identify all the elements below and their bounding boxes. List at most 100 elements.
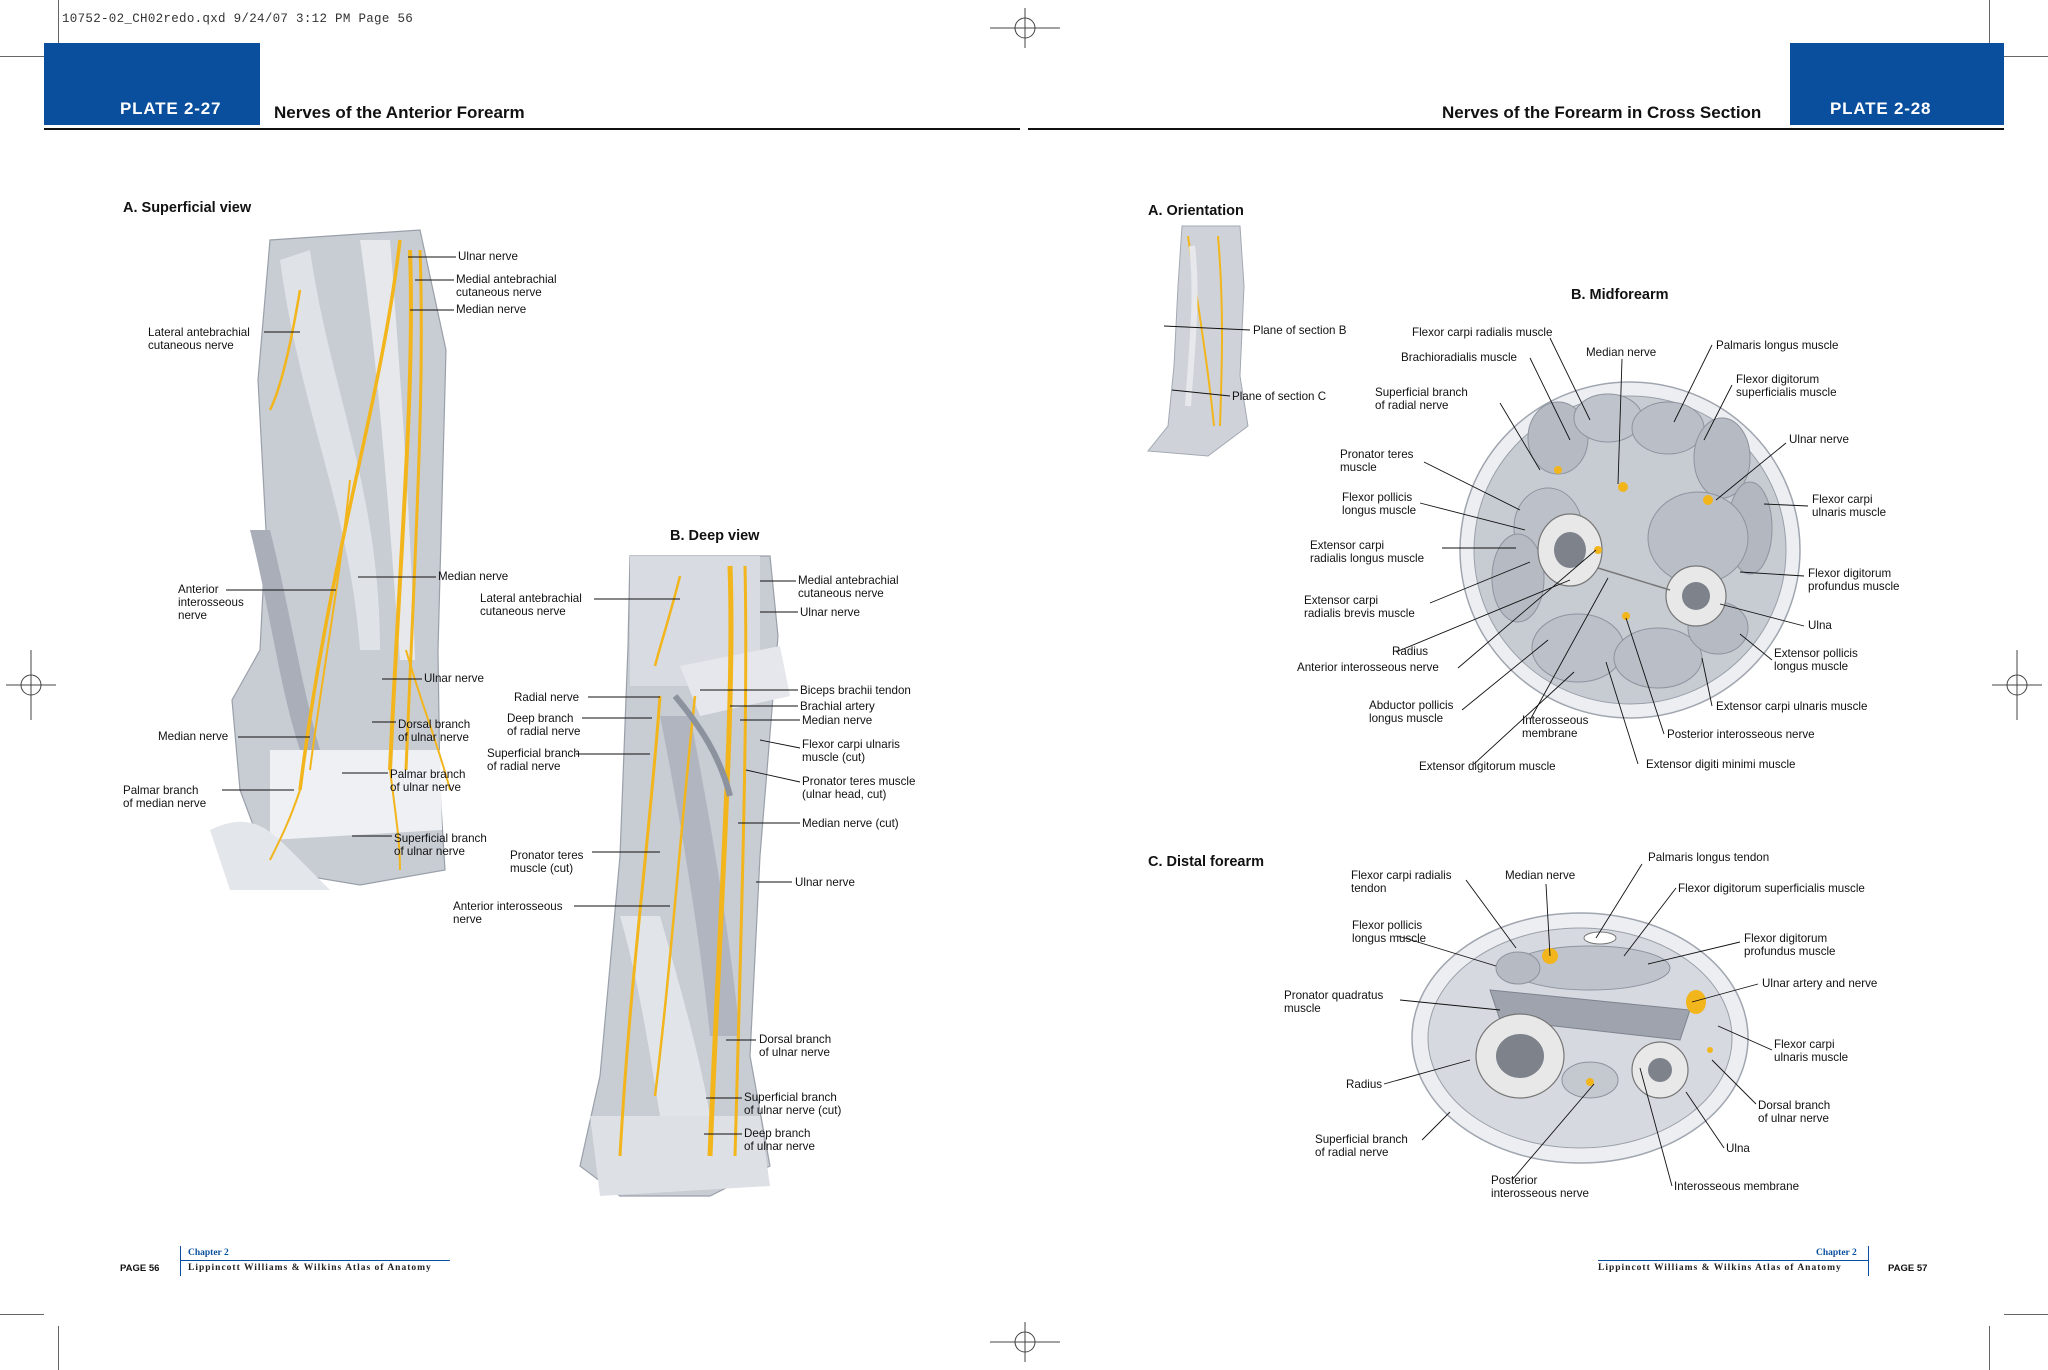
crop-mark <box>0 1314 44 1315</box>
superficial-leaders <box>222 256 456 837</box>
label-ulnar-nerve: Ulnar nerve <box>424 672 484 685</box>
label-pronator-teres-muscle-cut: Pronator teres muscle (cut) <box>510 849 584 875</box>
label-flexor-carpi-ulnaris-muscle: Flexor carpi ulnaris muscle <box>1774 1038 1849 1064</box>
label-flexor-digitorum-superficialis-muscle: Flexor digitorum superficialis muscle <box>1736 373 1837 399</box>
plate-badge-right: PLATE 2-28 <box>1790 43 2004 125</box>
label-dorsal-branch-of-ulnar-nerve: Dorsal branch of ulnar nerve <box>759 1033 832 1059</box>
label-medial-antebrachial-cutaneous-nerve: Medial antebrachial cutaneous nerve <box>456 273 557 299</box>
registration-mark-bottom <box>990 1322 1060 1362</box>
crop-mark <box>2004 1314 2048 1315</box>
label-anterior-interosseous-nerve: Anterior interosseous nerve <box>453 900 563 926</box>
label-lateral-antebrachial-cutaneous-nerve: Lateral antebrachial cutaneous nerve <box>480 592 582 618</box>
print-slug: 10752-02_CH02redo.qxd 9/24/07 3:12 PM Pa… <box>62 12 414 26</box>
label-ulnar-artery-and-nerve: Ulnar artery and nerve <box>1762 977 1878 990</box>
label-dorsal-branch-of-ulnar-nerve: Dorsal branch of ulnar nerve <box>1758 1099 1831 1125</box>
section-c-distal-title: C. Distal forearm <box>1148 854 1265 870</box>
label-lateral-antebrachial-cutaneous-nerve: Lateral antebrachial cutaneous nerve <box>148 326 250 352</box>
label-dorsal-branch-of-ulnar-nerve: Dorsal branch of ulnar nerve <box>398 718 471 744</box>
label-extensor-carpi-radialis-brevis-muscle: Extensor carpi radialis brevis muscle <box>1304 594 1415 620</box>
label-flexor-carpi-radialis-muscle: Flexor carpi radialis muscle <box>1412 326 1553 339</box>
label-pronator-teres-muscle: Pronator teres muscle <box>1340 448 1414 474</box>
plate-number: PLATE 2-28 <box>1830 99 1932 118</box>
deep-forearm-illustration <box>579 555 790 1197</box>
distal-forearm-cross-section <box>1411 912 1749 1164</box>
footer-chapter-right: Chapter 2 <box>1816 1248 1857 1258</box>
label-extensor-digitorum-muscle: Extensor digitorum muscle <box>1419 760 1556 773</box>
crop-mark <box>1989 0 1990 44</box>
label-extensor-carpi-ulnaris-muscle: Extensor carpi ulnaris muscle <box>1716 700 1868 713</box>
header-rule-left <box>44 128 1020 130</box>
label-pronator-quadratus-muscle: Pronator quadratus muscle <box>1284 989 1384 1015</box>
label-median-nerve: Median nerve <box>438 570 509 583</box>
label-superficial-branch-of-radial-nerve: Superficial branch of radial nerve <box>1375 386 1468 412</box>
footer-page-number-left: PAGE 56 <box>120 1263 160 1274</box>
label-posterior-interosseous-nerve: Posterior interosseous nerve <box>1491 1174 1589 1200</box>
label-extensor-pollicis-longus-muscle: Extensor pollicis longus muscle <box>1774 647 1858 673</box>
label-radius: Radius <box>1392 645 1429 658</box>
footer-book-title-left: Lippincott Williams & Wilkins Atlas of A… <box>188 1263 432 1273</box>
label-deep-branch-of-ulnar-nerve: Deep branch of ulnar nerve <box>744 1127 815 1153</box>
label-median-nerve: Median nerve <box>456 303 527 316</box>
label-palmar-branch-of-median-nerve: Palmar branch of median nerve <box>123 784 207 810</box>
label-median-nerve: Median nerve <box>158 730 229 743</box>
footer-divider-left <box>180 1246 181 1276</box>
label-anterior-interosseous-nerve: Anterior interosseous nerve <box>1297 661 1439 674</box>
label-ulnar-nerve: Ulnar nerve <box>795 876 855 889</box>
section-a-orientation-title: A. Orientation <box>1148 203 1244 219</box>
label-superficial-branch-of-radial-nerve: Superficial branch of radial nerve <box>1315 1133 1408 1159</box>
label-palmar-branch-of-ulnar-nerve: Palmar branch of ulnar nerve <box>390 768 466 794</box>
registration-mark-top <box>990 8 1060 48</box>
section-a-superficial-title: A. Superficial view <box>123 200 252 216</box>
label-radius: Radius <box>1346 1078 1383 1091</box>
footer-chapter-left: Chapter 2 <box>188 1248 229 1258</box>
label-ulnar-nerve: Ulnar nerve <box>1789 433 1849 446</box>
header-rule-right <box>1028 128 2004 130</box>
footer-page-number-right: PAGE 57 <box>1888 1263 1928 1274</box>
label-flexor-pollicis-longus-muscle: Flexor pollicis longus muscle <box>1342 491 1417 517</box>
orientation-forearm-illustration <box>1147 225 1249 457</box>
registration-mark-left <box>6 650 56 720</box>
label-flexor-carpi-radialis-tendon: Flexor carpi radialis tendon <box>1351 869 1452 895</box>
label-pronator-teres-muscle-ulnar-head-cut: Pronator teres muscle (ulnar head, cut) <box>802 775 916 801</box>
section-b-midforearm-title: B. Midforearm <box>1571 287 1669 303</box>
label-median-nerve: Median nerve <box>1505 869 1576 882</box>
label-superficial-branch-of-radial-nerve: Superficial branch of radial nerve <box>487 747 580 773</box>
label-flexor-digitorum-superficialis-muscle: Flexor digitorum superficialis muscle <box>1678 882 1865 895</box>
crop-mark <box>58 0 59 44</box>
plate-number: PLATE 2-27 <box>120 99 222 118</box>
label-superficial-branch-of-ulnar-nerve: Superficial branch of ulnar nerve <box>394 832 487 858</box>
label-brachial-artery: Brachial artery <box>800 700 875 713</box>
label-extensor-digiti-minimi-muscle: Extensor digiti minimi muscle <box>1646 758 1796 771</box>
label-ulna: Ulna <box>1726 1142 1750 1155</box>
footer-divider-right <box>1868 1246 1869 1276</box>
label-ulnar-nerve: Ulnar nerve <box>800 606 860 619</box>
label-flexor-pollicis-longus-muscle: Flexor pollicis longus muscle <box>1352 919 1427 945</box>
registration-mark-right <box>1992 650 2042 720</box>
crop-mark <box>1989 1326 1990 1370</box>
label-median-nerve-cut: Median nerve (cut) <box>802 817 899 830</box>
label-plane-of-section-b: Plane of section B <box>1253 324 1347 337</box>
deep-leaders <box>574 580 801 1135</box>
label-brachioradialis-muscle: Brachioradialis muscle <box>1401 351 1517 364</box>
label-radial-nerve: Radial nerve <box>514 691 580 704</box>
label-extensor-carpi-radialis-longus-muscle: Extensor carpi radialis longus muscle <box>1310 539 1425 565</box>
label-plane-of-section-c: Plane of section C <box>1232 390 1327 403</box>
label-flexor-carpi-ulnaris-muscle: Flexor carpi ulnaris muscle <box>1812 493 1887 519</box>
label-ulnar-nerve: Ulnar nerve <box>458 250 518 263</box>
plate-badge-left: PLATE 2-27 <box>44 43 260 125</box>
label-medial-antebrachial-cutaneous-nerve: Medial antebrachial cutaneous nerve <box>798 574 899 600</box>
footer-rule-right <box>1598 1260 1868 1261</box>
label-deep-branch-of-radial-nerve: Deep branch of radial nerve <box>507 712 581 738</box>
footer-book-title-right: Lippincott Williams & Wilkins Atlas of A… <box>1598 1263 1842 1273</box>
label-median-nerve: Median nerve <box>802 714 873 727</box>
superficial-forearm-illustration <box>210 229 451 890</box>
label-abductor-pollicis-longus-muscle: Abductor pollicis longus muscle <box>1369 699 1454 725</box>
label-ulna: Ulna <box>1808 619 1832 632</box>
label-median-nerve: Median nerve <box>1586 346 1657 359</box>
midforearm-cross-section <box>1459 381 1801 719</box>
label-biceps-brachii-tendon: Biceps brachii tendon <box>800 684 911 697</box>
footer-rule-left <box>180 1260 450 1261</box>
